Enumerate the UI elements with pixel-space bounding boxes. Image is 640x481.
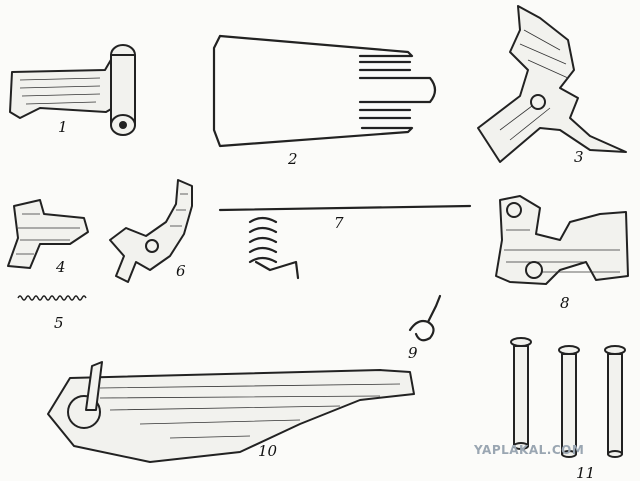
part-1-lever bbox=[9, 44, 136, 136]
watermark-text: YAPLAKAL.COM bbox=[473, 443, 584, 457]
label-part-8: 8 bbox=[560, 294, 570, 312]
part-7-torsion-spring bbox=[218, 204, 472, 280]
part-6-hook bbox=[109, 179, 193, 283]
label-part-10: 10 bbox=[258, 442, 278, 460]
part-5-small-coil bbox=[17, 295, 87, 301]
label-part-11: 11 bbox=[576, 464, 595, 481]
label-part-4: 4 bbox=[55, 258, 66, 276]
label-part-7: 7 bbox=[334, 214, 344, 232]
label-part-1: 1 bbox=[58, 118, 68, 136]
part-3-trigger bbox=[477, 5, 627, 163]
label-part-6: 6 bbox=[176, 262, 186, 280]
part-8-plate bbox=[495, 195, 629, 285]
label-part-9: 9 bbox=[408, 344, 418, 362]
label-part-2: 2 bbox=[287, 150, 298, 168]
part-11-pins bbox=[510, 337, 626, 458]
label-part-5: 5 bbox=[54, 314, 64, 332]
label-part-3: 3 bbox=[574, 148, 584, 166]
part-9-small-spring bbox=[408, 294, 442, 342]
part-4-sear bbox=[7, 199, 89, 269]
part-2-wire-spring bbox=[212, 34, 437, 148]
part-10-long-lever bbox=[47, 361, 415, 463]
